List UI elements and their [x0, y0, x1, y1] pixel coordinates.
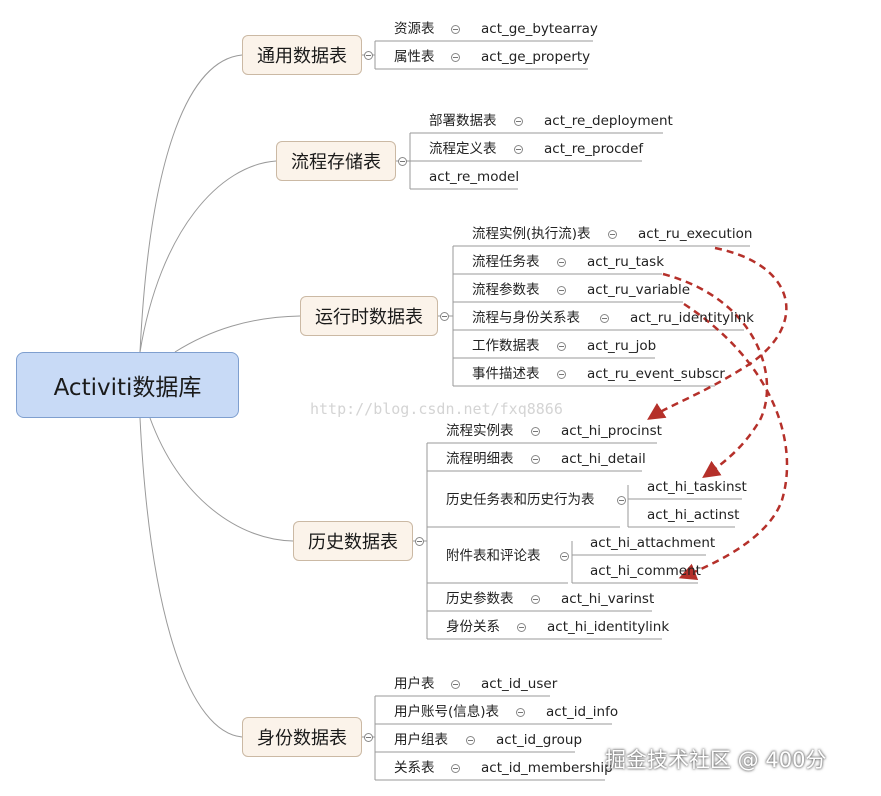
table-name: act_hi_procinst: [561, 423, 662, 439]
branch-general[interactable]: 通用数据表: [242, 35, 362, 75]
item-label: 历史任务表和历史行为表: [446, 492, 595, 508]
table-name: act_ru_event_subscr: [587, 366, 725, 382]
collapse-icon[interactable]: [451, 764, 460, 773]
item-label: 用户账号(信息)表: [394, 704, 500, 720]
item-label: 用户表: [394, 676, 435, 692]
collapse-icon[interactable]: [451, 680, 460, 689]
table-name: act_id_group: [496, 732, 583, 748]
branch-identity[interactable]: 身份数据表: [242, 717, 362, 757]
collapse-icon[interactable]: [451, 53, 460, 62]
collapse-icon[interactable]: [557, 342, 566, 351]
table-name: act_id_info: [546, 704, 619, 720]
collapse-icon[interactable]: [600, 314, 609, 323]
collapse-icon[interactable]: [557, 258, 566, 267]
collapse-icon[interactable]: [415, 537, 424, 546]
branch-history[interactable]: 历史数据表: [293, 521, 413, 561]
watermark: http://blog.csdn.net/fxq8866: [310, 400, 563, 418]
table-name: act_ge_property: [481, 49, 591, 65]
collapse-icon[interactable]: [517, 623, 526, 632]
collapse-icon[interactable]: [557, 286, 566, 295]
collapse-icon[interactable]: [531, 455, 540, 464]
table-name: act_hi_varinst: [561, 591, 655, 607]
root-node[interactable]: Activiti数据库: [16, 352, 239, 418]
item-label: 部署数据表: [429, 113, 497, 129]
item-label: 历史参数表: [446, 591, 514, 607]
table-name: act_ru_task: [587, 254, 665, 270]
table-name: act_hi_identitylink: [547, 619, 670, 635]
item-label: 流程实例(执行流)表: [472, 226, 591, 242]
table-name: act_ru_job: [587, 338, 657, 354]
item-label: 身份关系: [446, 619, 500, 635]
collapse-icon[interactable]: [608, 230, 617, 239]
table-name: act_ru_execution: [638, 226, 753, 242]
item-label: 工作数据表: [472, 338, 540, 354]
table-name: act_id_user: [481, 676, 558, 692]
collapse-icon[interactable]: [560, 552, 569, 561]
item-label: 流程实例表: [446, 423, 514, 439]
item-label: 事件描述表: [472, 366, 540, 382]
collapse-icon[interactable]: [398, 157, 407, 166]
table-name: act_re_deployment: [544, 113, 673, 129]
table-name: act_re_model: [429, 169, 520, 185]
item-label: 流程任务表: [472, 254, 540, 270]
collapse-icon[interactable]: [514, 117, 523, 126]
table-name: act_ru_variable: [587, 282, 691, 298]
item-label: 属性表: [394, 49, 435, 65]
collapse-icon[interactable]: [617, 496, 626, 505]
collapse-icon[interactable]: [557, 370, 566, 379]
collapse-icon[interactable]: [466, 736, 475, 745]
collapse-icon[interactable]: [364, 733, 373, 742]
table-name: act_hi_attachment: [590, 535, 716, 551]
item-label: 流程明细表: [446, 451, 514, 467]
table-name: act_hi_detail: [561, 451, 646, 467]
table-name: act_hi_taskinst: [647, 479, 747, 495]
table-name: act_hi_actinst: [647, 507, 740, 523]
collapse-icon[interactable]: [440, 312, 449, 321]
item-label: 流程参数表: [472, 282, 540, 298]
item-label: 关系表: [394, 760, 435, 776]
collapse-icon[interactable]: [531, 427, 540, 436]
brand-watermark: 掘金技术社区 @ 400分: [605, 748, 827, 772]
collapse-icon[interactable]: [364, 51, 373, 60]
table-name: act_ge_bytearray: [481, 21, 598, 37]
table-name: act_id_membership: [481, 760, 613, 776]
branch-repository[interactable]: 流程存储表: [276, 141, 396, 181]
collapse-icon[interactable]: [514, 145, 523, 154]
item-label: 资源表: [394, 21, 435, 37]
item-label: 用户组表: [394, 732, 448, 748]
table-name: act_ru_identitylink: [630, 310, 754, 326]
collapse-icon[interactable]: [516, 708, 525, 717]
item-label: 流程与身份关系表: [472, 310, 580, 326]
item-label: 附件表和评论表: [446, 548, 541, 564]
item-label: 流程定义表: [429, 141, 497, 157]
branch-runtime[interactable]: 运行时数据表: [300, 296, 438, 336]
table-name: act_re_procdef: [544, 141, 644, 157]
table-name: act_hi_comment: [590, 563, 701, 579]
collapse-icon[interactable]: [451, 25, 460, 34]
collapse-icon[interactable]: [531, 595, 540, 604]
